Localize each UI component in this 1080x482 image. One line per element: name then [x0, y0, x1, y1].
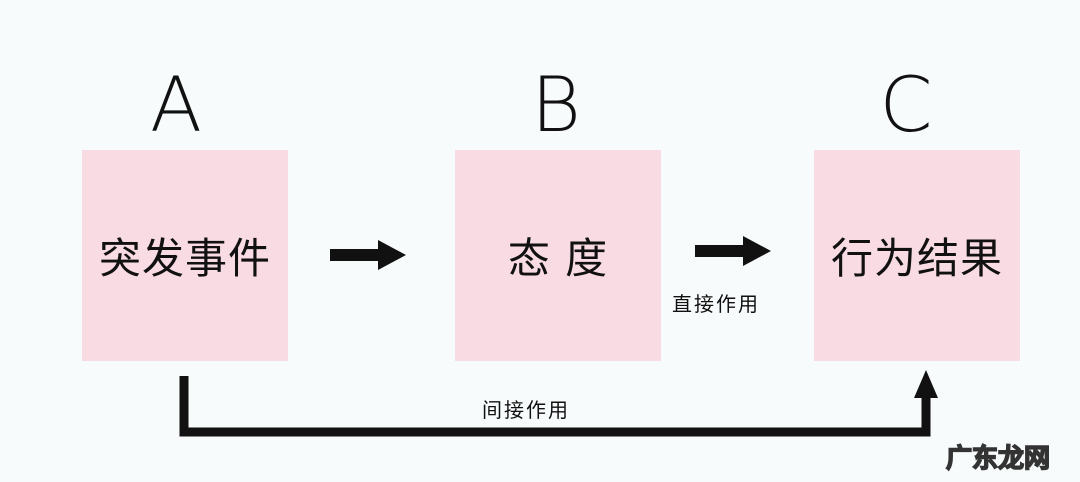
- watermark-logo: 广东龙网: [945, 443, 1051, 475]
- node-label-a: 突发事件: [98, 234, 271, 283]
- arrow-b-to-c: [695, 236, 771, 266]
- direct-effect-label: 直接作用: [672, 292, 760, 316]
- node-box-a: 突发事件: [82, 150, 288, 361]
- node-label-b: 态 度: [507, 234, 609, 283]
- node-label-c: 行为结果: [830, 234, 1003, 283]
- node-letter-c: C: [879, 60, 933, 149]
- indirect-effect-label: 间接作用: [482, 398, 570, 422]
- node-letter-b: B: [531, 60, 581, 149]
- node-letter-a: A: [150, 60, 202, 149]
- node-box-c: 行为结果: [814, 150, 1020, 361]
- node-box-b: 态 度: [455, 150, 661, 361]
- arrow-a-to-c-indirect: [179, 370, 938, 437]
- arrow-a-to-b: [330, 240, 406, 270]
